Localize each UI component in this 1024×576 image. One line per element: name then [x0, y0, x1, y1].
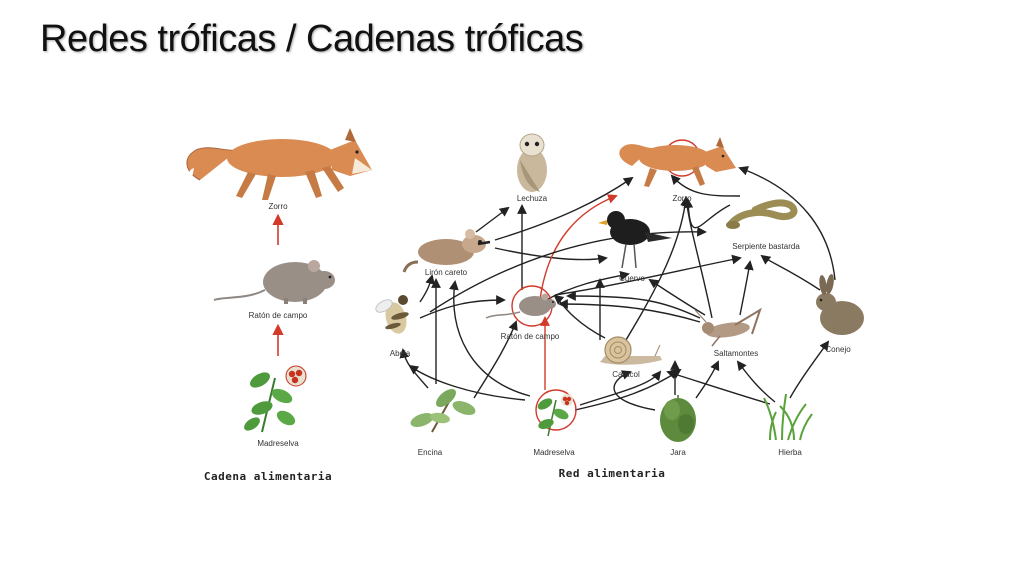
arrow-encina-raton: [473, 320, 518, 399]
web-label-liron: Lirón careto: [425, 268, 468, 277]
web-oak-illustration: [410, 389, 476, 433]
arrow-madreselva-abeja: [408, 364, 526, 401]
web-label-caracol: Caracol: [612, 370, 640, 379]
web-bee-illustration: [375, 295, 409, 334]
food-web: Lechuza Zorro Serpiente bastarda Li: [375, 133, 864, 480]
arrow-saltamontes-zorro: [682, 196, 713, 319]
arrow-saltamontes-cuervo: [648, 278, 706, 316]
highlight-madreselva: [535, 389, 577, 431]
arrow-raton-zorro: [539, 194, 618, 301]
arrow-caracol-zorro: [619, 196, 690, 351]
arrow-conejo-zorro: [738, 166, 836, 281]
chain-fox-illustration: [186, 128, 372, 200]
arrow-liron-lechuza: [475, 206, 510, 233]
arrow-abeja-serpiente-far: [429, 226, 707, 313]
web-grasshopper-illustration: [694, 307, 762, 347]
chain-label-madreselva: Madreselva: [257, 439, 299, 448]
web-crow-illustration: [598, 211, 672, 269]
web-label-madreselva: Madreselva: [533, 448, 575, 457]
arrow-liron-zorro: [494, 176, 634, 241]
arrow-conejo-serpiente: [760, 254, 821, 291]
web-mouse-illustration: [485, 293, 556, 319]
arrow-hierba-conejo: [789, 340, 830, 399]
chain-label-raton: Ratón de campo: [249, 311, 308, 320]
arrow-hierba-saltamontes: [736, 360, 776, 403]
web-label-saltamontes: Saltamontes: [714, 349, 758, 358]
web-owl-illustration: [517, 133, 547, 192]
web-rabbit-illustration: [816, 274, 864, 335]
arrow-abeja-raton: [419, 295, 506, 319]
arrow-saltamontes-raton: [566, 291, 701, 319]
arrow-serpiente-zorro2: [683, 198, 731, 229]
arrow-madreselva-caracol: [579, 370, 662, 406]
web-arrows: [399, 166, 836, 411]
web-snake-illustration: [726, 199, 798, 229]
web-fox-illustration: [619, 137, 736, 187]
web-label-abeja: Abeja: [390, 349, 411, 358]
web-label-serpiente: Serpiente bastarda: [732, 242, 800, 251]
food-chain: Zorro Ratón de campo Madreselva: [186, 128, 372, 483]
slide-title: Redes tróficas / Cadenas tróficas: [40, 18, 584, 60]
web-label-lechuza: Lechuza: [517, 194, 548, 203]
arrow-raton-serpiente: [554, 254, 742, 296]
web-rockrose-illustration: [660, 395, 696, 442]
web-dormouse-illustration: [402, 229, 491, 273]
chain-honeysuckle-illustration: [244, 365, 307, 433]
arrow-serpiente-zorro: [670, 174, 741, 197]
arrow-jara-caracol2: [613, 370, 656, 411]
web-label-raton: Ratón de campo: [501, 332, 560, 341]
arrow-madreselva-liron: [449, 280, 531, 397]
arrow-abeja-liron: [419, 274, 435, 303]
arrow-hierba-caracol: [666, 369, 771, 405]
web-honeysuckle-illustration: [537, 394, 573, 437]
chain-mouse-illustration: [213, 260, 335, 304]
chain-caption: Cadena alimentaria: [204, 470, 332, 483]
arrow-liron-cuervo: [494, 247, 608, 265]
web-snail-illustration: [600, 336, 662, 365]
arrow-saltamontes-serpiente: [739, 260, 754, 316]
web-label-conejo: Conejo: [825, 345, 851, 354]
web-label-encina: Encina: [418, 448, 443, 457]
web-label-cuervo: Cuervo: [619, 274, 645, 283]
web-caption: Red alimentaria: [559, 467, 666, 480]
web-grass-illustration: [763, 393, 813, 441]
chain-label-zorro: Zorro: [268, 202, 288, 211]
arrow-saltamontes-raton2: [558, 299, 701, 323]
web-label-zorro: Zorro: [672, 194, 692, 203]
arrow-jara-saltamontes: [695, 360, 720, 399]
web-label-hierba: Hierba: [778, 448, 802, 457]
web-label-jara: Jara: [670, 448, 686, 457]
arrow-caracol-raton: [553, 294, 606, 339]
